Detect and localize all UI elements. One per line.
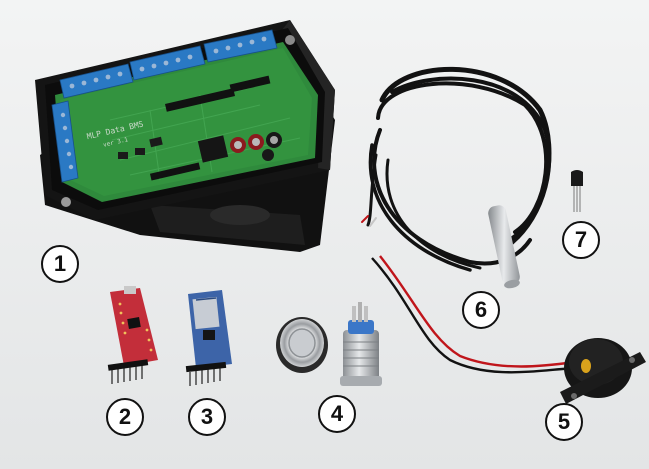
- label-3: 3: [188, 398, 226, 436]
- controller-board-icon: MLP Data BMS ver 3.1: [35, 20, 335, 252]
- push-button-switch-icon: [276, 302, 382, 386]
- label-6: 6: [462, 291, 500, 329]
- usb-serial-adapter-icon: [107, 286, 158, 384]
- transistor-sensor-icon: [571, 170, 583, 212]
- piezo-buzzer-icon: [371, 255, 646, 404]
- label-1-text: 1: [53, 251, 67, 276]
- label-4: 4: [318, 395, 356, 433]
- label-2: 2: [106, 398, 144, 436]
- label-7: 7: [562, 221, 600, 259]
- label-2-text: 2: [118, 404, 132, 429]
- label-1: 1: [41, 245, 79, 283]
- label-6-text: 6: [474, 297, 488, 322]
- label-7-text: 7: [574, 227, 588, 252]
- label-3-text: 3: [200, 404, 214, 429]
- bluetooth-module-icon: [185, 290, 232, 386]
- label-5: 5: [545, 403, 583, 441]
- label-5-text: 5: [557, 409, 571, 434]
- temperature-probe-icon: [361, 66, 552, 289]
- label-4-text: 4: [330, 401, 344, 426]
